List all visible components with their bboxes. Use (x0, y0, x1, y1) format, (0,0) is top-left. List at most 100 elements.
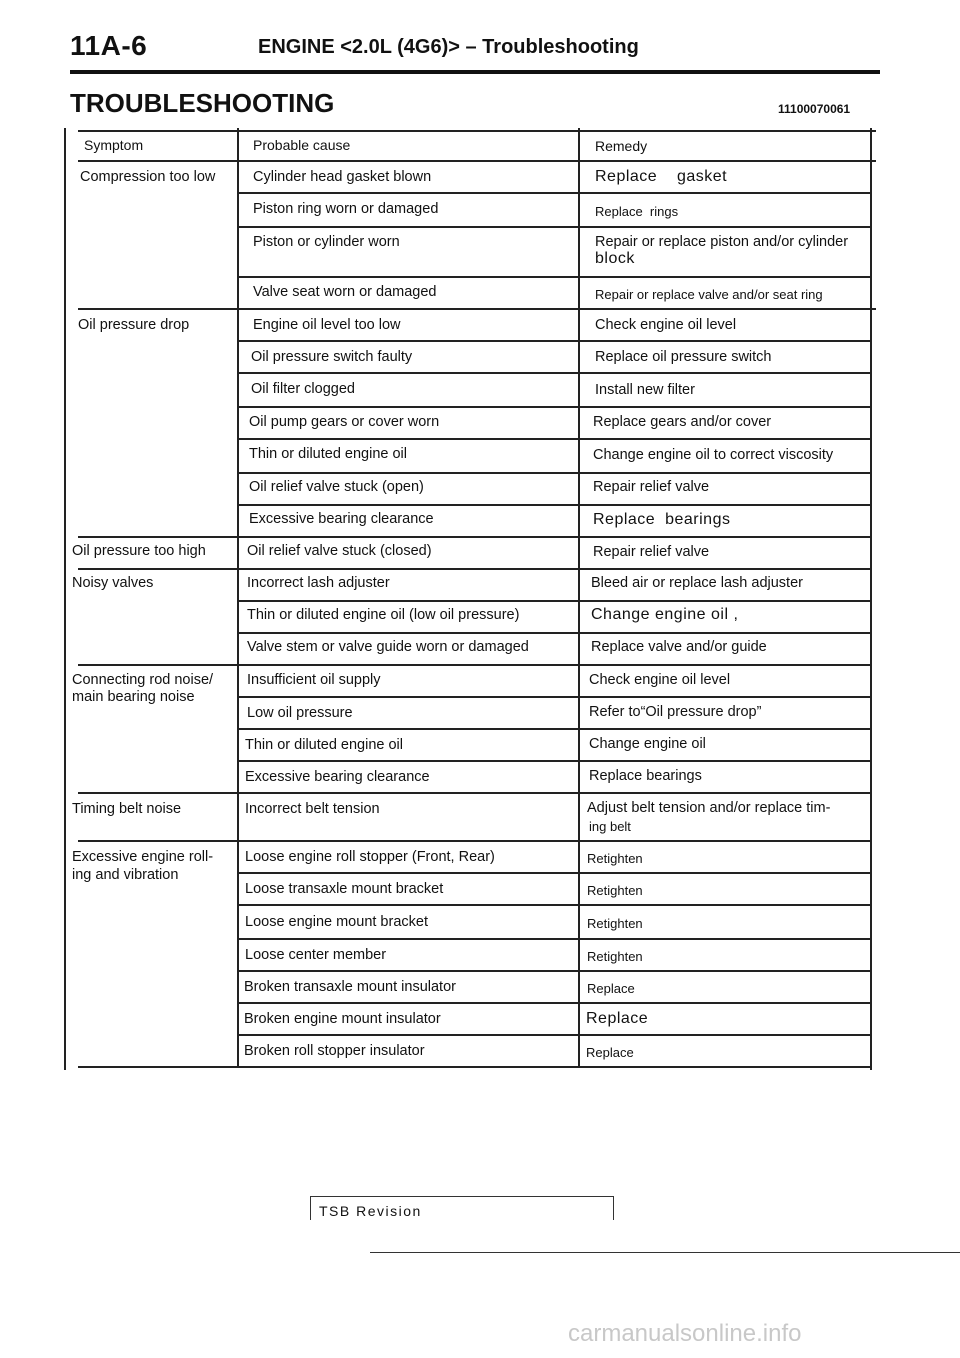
remedy-cell: Bleed air or replace lash adjuster (591, 575, 803, 591)
remedy-cell: Replace (587, 981, 635, 996)
cause-cell: Cylinder head gasket blown (253, 169, 432, 185)
remedy-cell: Replace gears and/or cover (593, 414, 772, 430)
row-rule (239, 504, 870, 506)
cause-cell: Excessive bearing clearance (245, 769, 430, 785)
cause-cell: Low oil pressure (247, 705, 353, 721)
row-rule (78, 308, 876, 310)
cause-cell: Piston or cylinder worn (253, 234, 400, 250)
cause-cell: Insufficient oil supply (247, 672, 381, 688)
cause-cell: Oil relief valve stuck (open) (249, 479, 424, 495)
cause-cell: Thin or diluted engine oil (low oil pres… (247, 607, 520, 623)
remedy-cell: Retighten (587, 916, 643, 931)
remedy-cell: Retighten (587, 851, 643, 866)
row-rule (239, 728, 870, 730)
remedy-cell: Repair relief valve (593, 479, 710, 495)
table-top-border (78, 130, 876, 132)
row-rule (239, 340, 870, 342)
symptom-label: ing and vibration (72, 867, 179, 883)
header-rule (70, 70, 880, 74)
row-rule (78, 664, 870, 666)
remedy-cell: Replace bearings (593, 511, 731, 528)
row-rule (239, 872, 870, 874)
row-rule (239, 760, 870, 762)
remedy-cell: Replace valve and/or guide (591, 639, 767, 655)
cause-cell: Loose engine mount bracket (245, 914, 428, 930)
remedy-cell: Change engine oil , (591, 606, 739, 623)
row-rule (239, 226, 870, 228)
remedy-cell: Check engine oil level (595, 317, 737, 333)
cause-cell: Broken engine mount insulator (244, 1011, 441, 1027)
cause-cell: Piston ring worn or damaged (253, 201, 439, 217)
symptom-label: Excessive engine roll- (72, 849, 214, 865)
row-rule (239, 438, 870, 440)
tsb-revision-box: TSB Revision (310, 1196, 614, 1220)
cause-cell: Oil pump gears or cover worn (249, 414, 440, 430)
column-divider-symptom (237, 128, 239, 1068)
remedy-cell: Change engine oil to correct viscosity (593, 447, 834, 463)
cause-cell: Loose engine roll stopper (Front, Rear) (245, 849, 495, 865)
remedy-cell: Retighten (587, 949, 643, 964)
cause-cell: Oil relief valve stuck (closed) (247, 543, 432, 559)
header-row-rule (78, 160, 876, 162)
row-rule (78, 536, 870, 538)
cause-cell: Loose transaxle mount bracket (245, 881, 444, 897)
remedy-cell: Replace gasket (595, 168, 728, 185)
column-header-cause: Probable cause (253, 137, 351, 153)
troubleshooting-table: Symptom Probable cause Remedy Compressio… (64, 128, 876, 1070)
section-reference-code: 11100070061 (778, 102, 851, 116)
remedy-cell: Repair relief valve (593, 544, 710, 560)
table-right-border (870, 128, 872, 1070)
row-rule (239, 472, 870, 474)
section-code: 11A-6 (70, 30, 148, 61)
symptom-label: Noisy valves (72, 575, 154, 591)
row-rule (239, 632, 870, 634)
cause-cell: Loose center member (245, 947, 387, 963)
cause-cell: Valve stem or valve guide worn or damage… (247, 639, 529, 655)
row-rule (239, 696, 870, 698)
row-rule (78, 840, 870, 842)
column-divider-cause (578, 128, 580, 1068)
column-header-remedy: Remedy (595, 138, 648, 154)
symptom-label: Connecting rod noise/ (72, 672, 214, 688)
remedy-cell-continuation: ing belt (589, 819, 631, 834)
remedy-cell: Repair or replace piston and/or cylinder (595, 234, 849, 250)
remedy-cell: Replace rings (595, 204, 679, 219)
header-title: ENGINE <2.0L (4G6)> – Troubleshooting (258, 36, 639, 58)
symptom-label: Oil pressure drop (78, 317, 190, 333)
cause-cell: Thin or diluted engine oil (245, 737, 403, 753)
column-header-symptom: Symptom (84, 137, 144, 153)
symptom-label: Timing belt noise (72, 801, 182, 817)
remedy-cell: Replace (586, 1010, 649, 1027)
cause-cell: Oil filter clogged (251, 381, 355, 397)
symptom-label: Oil pressure too high (72, 543, 206, 559)
remedy-cell: Retighten (587, 883, 643, 898)
row-rule (239, 276, 870, 278)
cause-cell: Engine oil level too low (253, 317, 401, 333)
cause-cell: Excessive bearing clearance (249, 511, 434, 527)
row-rule (78, 568, 870, 570)
remedy-cell: Adjust belt tension and/or replace tim- (587, 800, 831, 816)
table-bottom-border (78, 1066, 870, 1068)
remedy-cell: Install new filter (595, 382, 695, 398)
cause-cell: Incorrect lash adjuster (247, 575, 390, 591)
cause-cell: Thin or diluted engine oil (249, 446, 407, 462)
remedy-cell: Check engine oil level (589, 672, 731, 688)
page-title: TROUBLESHOOTING (70, 88, 335, 118)
row-rule (239, 904, 870, 906)
remedy-cell: Refer to“Oil pressure drop” (589, 704, 762, 720)
symptom-label: Compression too low (80, 169, 216, 185)
table-left-border (64, 128, 66, 1070)
remedy-cell-continuation: block (595, 250, 635, 267)
row-rule (239, 1002, 870, 1004)
symptom-label: main bearing noise (72, 689, 195, 705)
row-rule (239, 372, 870, 374)
row-rule (239, 970, 870, 972)
row-rule (239, 192, 870, 194)
remedy-cell: Replace oil pressure switch (595, 349, 772, 365)
remedy-cell: Replace (586, 1045, 634, 1060)
remedy-cell: Repair or replace valve and/or seat ring (595, 287, 823, 302)
cause-cell: Valve seat worn or damaged (253, 284, 437, 300)
cause-cell: Oil pressure switch faulty (251, 349, 413, 365)
cause-cell: Broken roll stopper insulator (244, 1043, 425, 1059)
footer-rule (370, 1252, 960, 1253)
